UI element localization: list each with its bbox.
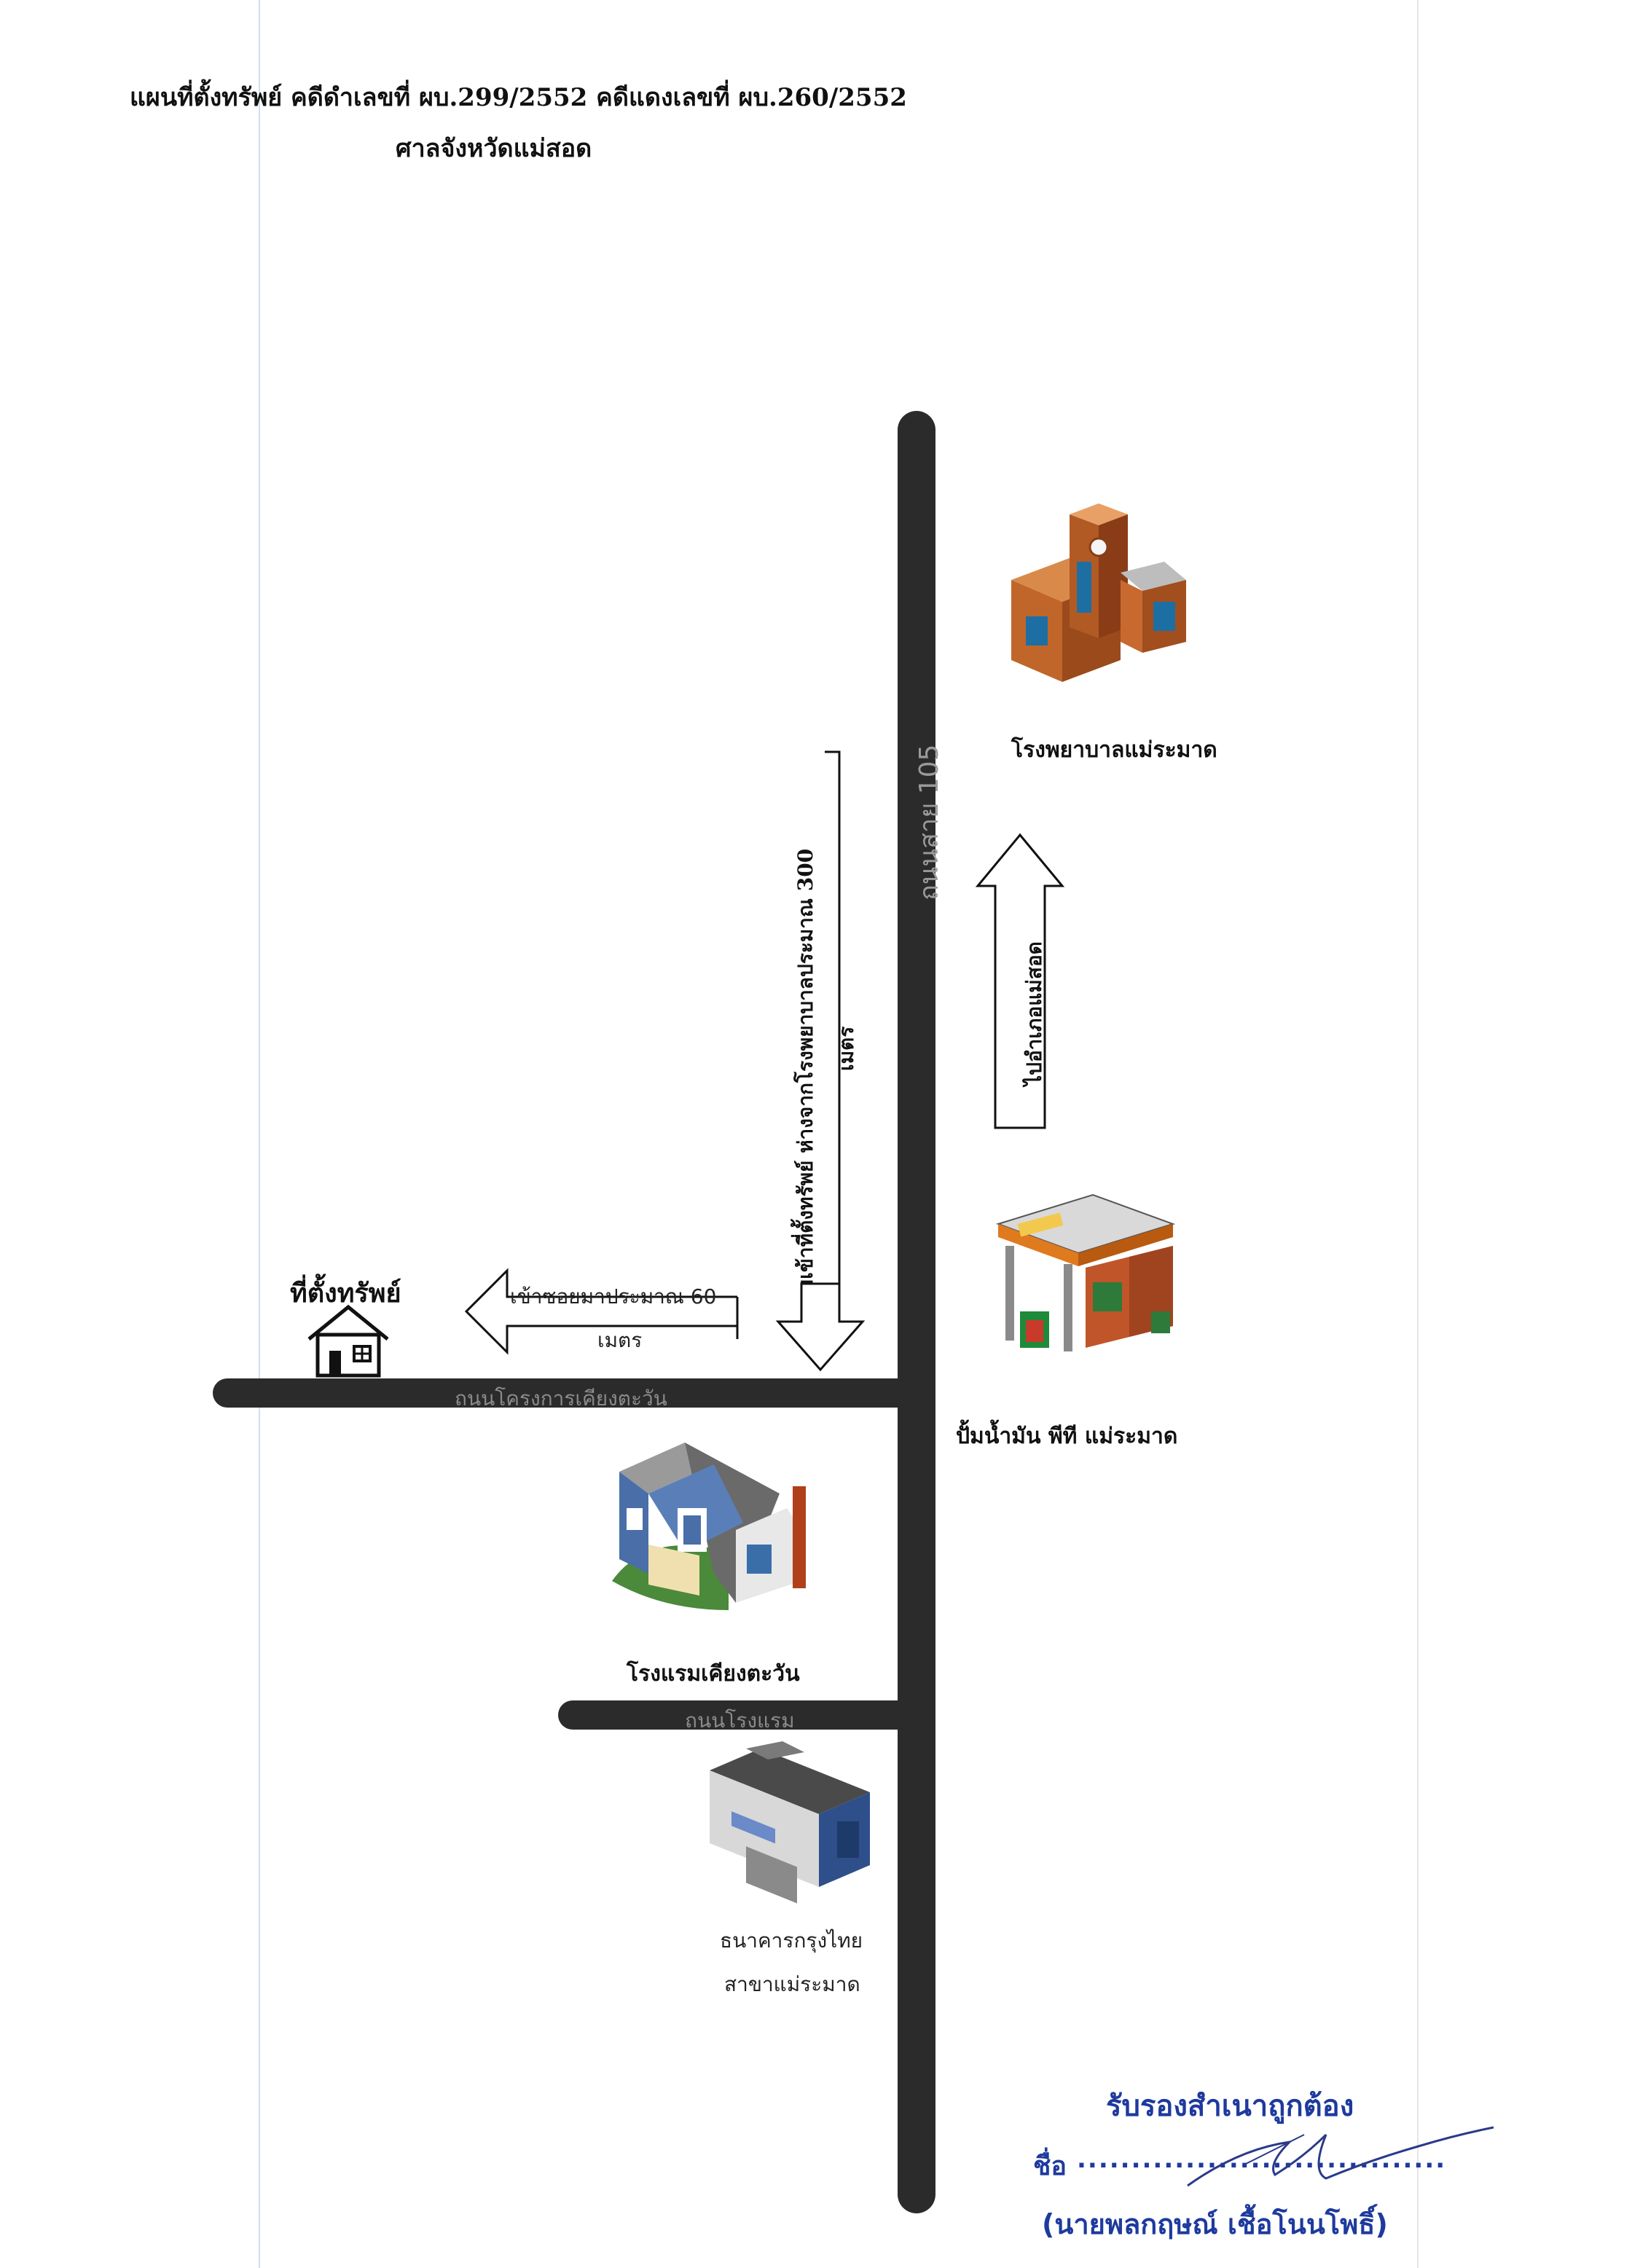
- court-name: ศาลจังหวัดแม่สอด: [396, 134, 592, 163]
- bank-name: ธนาคารกรุงไทย: [720, 1928, 863, 1953]
- property-label: ที่ตั้งทรัพย์: [290, 1278, 401, 1308]
- signature-mark: [1187, 2126, 1494, 2187]
- into-soi-unit: เมตร: [597, 1328, 643, 1352]
- gas-station-label: ปั้มน้ำมัน พีที แม่ระมาด: [956, 1424, 1178, 1449]
- hotel-icon: [612, 1443, 806, 1610]
- soi-entry-unit: เมตร: [834, 1026, 858, 1071]
- bank-icon: [710, 1741, 870, 1904]
- house-icon: [307, 1304, 389, 1378]
- side-road-hotel-label: ถนนโรงแรม: [685, 1708, 795, 1733]
- certification-heading: รับรองสำเนาถูกต้อง: [1106, 2090, 1354, 2123]
- to-mae-sot-label: ไปอำเภอแม่สอด: [1022, 941, 1046, 1086]
- arrow-down-icon: [775, 1282, 866, 1372]
- certification-dots: ..................................: [1077, 2145, 1447, 2174]
- certification-name: (นายพลกฤษณ์ เชื้อโนนโพธิ์): [1042, 2208, 1388, 2240]
- bank-branch: สาขาแม่ระมาด: [724, 1972, 860, 1996]
- distance-bracket: [825, 750, 841, 1310]
- soi-entry-label: ซอยเข้าที่ตั้งทรัพย์ ห่างจากโรงพยาบาลประ…: [793, 848, 817, 1317]
- hospital-label: โรงพยาบาลแม่ระมาด: [1011, 737, 1217, 763]
- gas-station-icon: [995, 1193, 1176, 1351]
- hotel-label: โรงแรมเคียงตะวัน: [627, 1661, 800, 1687]
- side-road-west: [213, 1378, 924, 1408]
- hospital-icon: [1011, 503, 1186, 682]
- arrow-up-icon: [975, 833, 1065, 1129]
- main-road-label: ถนนสาย 105: [914, 744, 944, 900]
- into-soi-label: เข้าซอยมาประมาณ 60: [510, 1284, 717, 1308]
- main-road: [898, 411, 935, 2213]
- certification-name-prefix: ชื่อ: [1033, 2151, 1067, 2181]
- margin-line-left: [259, 0, 260, 2268]
- arrow-left-icon: [464, 1268, 739, 1355]
- map-title: แผนที่ตั้งทรัพย์ คดีดำเลขที่ ผบ.299/2552…: [130, 83, 907, 112]
- margin-line-right: [1417, 0, 1419, 2268]
- side-road-hotel: [558, 1700, 922, 1730]
- side-road-west-label: ถนนโครงการเคียงตะวัน: [455, 1386, 667, 1410]
